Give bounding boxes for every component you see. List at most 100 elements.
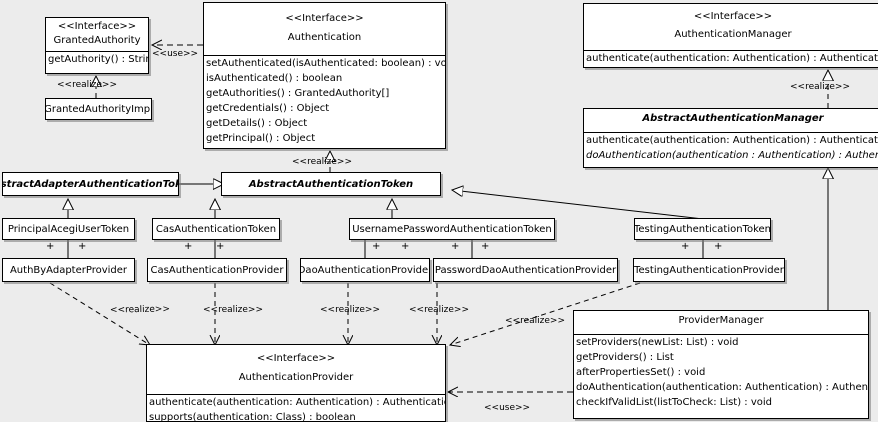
stereotype-label: <<Interface>> [693, 11, 773, 22]
class-name: AbstractAuthenticationManager [642, 113, 824, 124]
class-header: <<Interface>> AuthenticationManager [584, 4, 878, 47]
class-name: DaoAuthenticationProvider [300, 264, 430, 276]
class-header: AbstractAuthenticationToken [222, 173, 440, 195]
class-authentication-manager[interactable]: <<Interface>> AuthenticationManager auth… [583, 3, 878, 68]
association-multiplicity-marker: + [401, 241, 410, 252]
association-multiplicity-marker: + [46, 241, 55, 252]
association-multiplicity-marker: + [78, 241, 87, 252]
compartment-divider [147, 394, 445, 395]
stereotype-label: <<Interface>> [256, 353, 336, 364]
class-abstract-adapter-authentication-token[interactable]: AbstractAdapterAuthenticationToken [2, 172, 179, 196]
edge-label-realize-testing-provider: <<realize>> [505, 316, 565, 326]
class-testing-authentication-token[interactable]: TestingAuthenticationToken [634, 218, 771, 240]
class-name: AbstractAuthenticationToken [248, 178, 414, 190]
class-name: AuthenticationManager [674, 29, 792, 40]
association-multiplicity-marker: + [451, 241, 460, 252]
edge-label-use-granted-authority: <<use>> [152, 49, 199, 59]
operation: doAuthentication(authentication : Authen… [586, 150, 878, 161]
class-header: UsernamePasswordAuthenticationToken [350, 219, 554, 239]
class-name: AbstractAdapterAuthenticationToken [3, 178, 178, 190]
class-name: TestingAuthenticationToken [634, 223, 771, 235]
edge-label-realize-abstract-authentication-token: <<realize>> [292, 157, 352, 167]
class-name: PrincipalAcegiUserToken [7, 223, 130, 235]
compartment-divider [46, 51, 148, 52]
operations-compartment: authenticate(authentication: Authenticat… [584, 51, 878, 66]
class-dao-authentication-provider[interactable]: DaoAuthenticationProvider [300, 258, 430, 282]
operations-compartment: authenticate(authentication: Authenticat… [147, 395, 446, 422]
class-authentication[interactable]: <<Interface>> Authentication setAuthenti… [203, 2, 446, 149]
association-multiplicity-marker: + [481, 241, 490, 252]
class-name: GrantedAuthorityImpl [45, 103, 152, 115]
operation: authenticate(authentication: Authenticat… [586, 135, 878, 146]
class-granted-authority[interactable]: <<Interface>> GrantedAuthority getAuthor… [45, 17, 149, 74]
class-name: GrantedAuthority [53, 35, 141, 46]
class-name: UsernamePasswordAuthenticationToken [352, 223, 552, 235]
operation: isAuthenticated() : boolean [206, 73, 343, 84]
operation: getAuthorities() : GrantedAuthority[] [206, 88, 390, 99]
compartment-divider [584, 50, 878, 51]
association-multiplicity-marker: + [184, 241, 193, 252]
class-auth-by-adapter-provider[interactable]: AuthByAdapterProvider [2, 258, 135, 282]
class-name: CasAuthenticationProvider [150, 264, 284, 276]
operation: getPrincipal() : Object [206, 133, 316, 144]
class-header: <<Interface>> GrantedAuthority [46, 18, 148, 51]
class-principal-acegi-user-token[interactable]: PrincipalAcegiUserToken [2, 218, 135, 240]
operation: getProviders() : List [576, 352, 674, 363]
class-granted-authority-impl[interactable]: GrantedAuthorityImpl [45, 98, 152, 120]
operations-compartment: authenticate(authentication: Authenticat… [584, 133, 878, 163]
class-header: CasAuthenticationProvider [148, 259, 286, 281]
edge-label-realize-granted-authority-impl: <<realize>> [57, 80, 117, 90]
class-username-password-authentication-token[interactable]: UsernamePasswordAuthenticationToken [349, 218, 555, 240]
class-password-dao-authentication-provider[interactable]: PasswordDaoAuthenticationProvider [433, 258, 618, 282]
operation: afterPropertiesSet() : void [576, 367, 706, 378]
class-name: PasswordDaoAuthenticationProvider [434, 264, 617, 276]
stereotype-label: <<Interface>> [57, 21, 137, 32]
edge-label-realize-dao-provider: <<realize>> [320, 305, 380, 315]
stereotype-label: <<Interface>> [285, 13, 364, 24]
class-header: AbstractAdapterAuthenticationToken [3, 173, 178, 195]
class-header: DaoAuthenticationProvider [301, 259, 429, 281]
operation: getCredentials() : Object [206, 103, 330, 114]
class-abstract-authentication-manager[interactable]: AbstractAuthenticationManager authentica… [583, 108, 878, 168]
edge-label-realize-password-dao-provider: <<realize>> [409, 305, 469, 315]
compartment-divider [574, 334, 868, 335]
association-multiplicity-marker: + [216, 241, 225, 252]
class-cas-authentication-provider[interactable]: CasAuthenticationProvider [147, 258, 287, 282]
operations-compartment: setProviders(newList: List) : void getPr… [574, 335, 868, 410]
class-header: TestingAuthenticationProvider [634, 259, 784, 281]
edge-label-realize-auth-by-adapter: <<realize>> [109, 304, 171, 316]
operation: authenticate(authentication: Authenticat… [149, 397, 446, 408]
operation: getDetails() : Object [206, 118, 308, 129]
class-name: Authentication [287, 32, 362, 43]
class-testing-authentication-provider[interactable]: TestingAuthenticationProvider [633, 258, 785, 282]
class-header: TestingAuthenticationToken [635, 219, 770, 239]
operations-compartment: setAuthenticated(isAuthenticated: boolea… [204, 56, 445, 146]
class-header: PrincipalAcegiUserToken [3, 219, 134, 239]
operation: supports(authentication: Class) : boolea… [149, 412, 356, 422]
class-header: ProviderManager [574, 311, 868, 331]
edge-label-use-provider-manager: <<use>> [484, 403, 531, 413]
class-authentication-provider[interactable]: <<Interface>> AuthenticationProvider aut… [146, 344, 446, 422]
class-name: CasAuthenticationToken [155, 223, 277, 235]
class-header: GrantedAuthorityImpl [46, 99, 151, 119]
class-header: AbstractAuthenticationManager [584, 109, 878, 129]
class-cas-authentication-token[interactable]: CasAuthenticationToken [152, 218, 280, 240]
edge-label-realize-abstract-authentication-manager: <<realize>> [790, 82, 850, 92]
association-multiplicity-marker: + [372, 241, 381, 252]
class-header: CasAuthenticationToken [153, 219, 279, 239]
class-provider-manager[interactable]: ProviderManager setProviders(newList: Li… [573, 310, 869, 419]
operation: authenticate(authentication: Authenticat… [586, 53, 878, 64]
class-name: AuthByAdapterProvider [9, 264, 128, 276]
association-multiplicity-marker: + [681, 241, 690, 252]
operation: doAuthentication(authentication: Authent… [576, 382, 869, 393]
association-multiplicity-marker: + [714, 241, 723, 252]
compartment-divider [584, 132, 878, 133]
compartment-divider [204, 55, 445, 56]
class-header: AuthByAdapterProvider [3, 259, 134, 281]
class-name: ProviderManager [678, 315, 764, 326]
class-header: <<Interface>> Authentication [204, 3, 445, 50]
operation: setProviders(newList: List) : void [576, 337, 739, 348]
class-abstract-authentication-token[interactable]: AbstractAuthenticationToken [221, 172, 441, 196]
class-header: PasswordDaoAuthenticationProvider [434, 259, 617, 281]
